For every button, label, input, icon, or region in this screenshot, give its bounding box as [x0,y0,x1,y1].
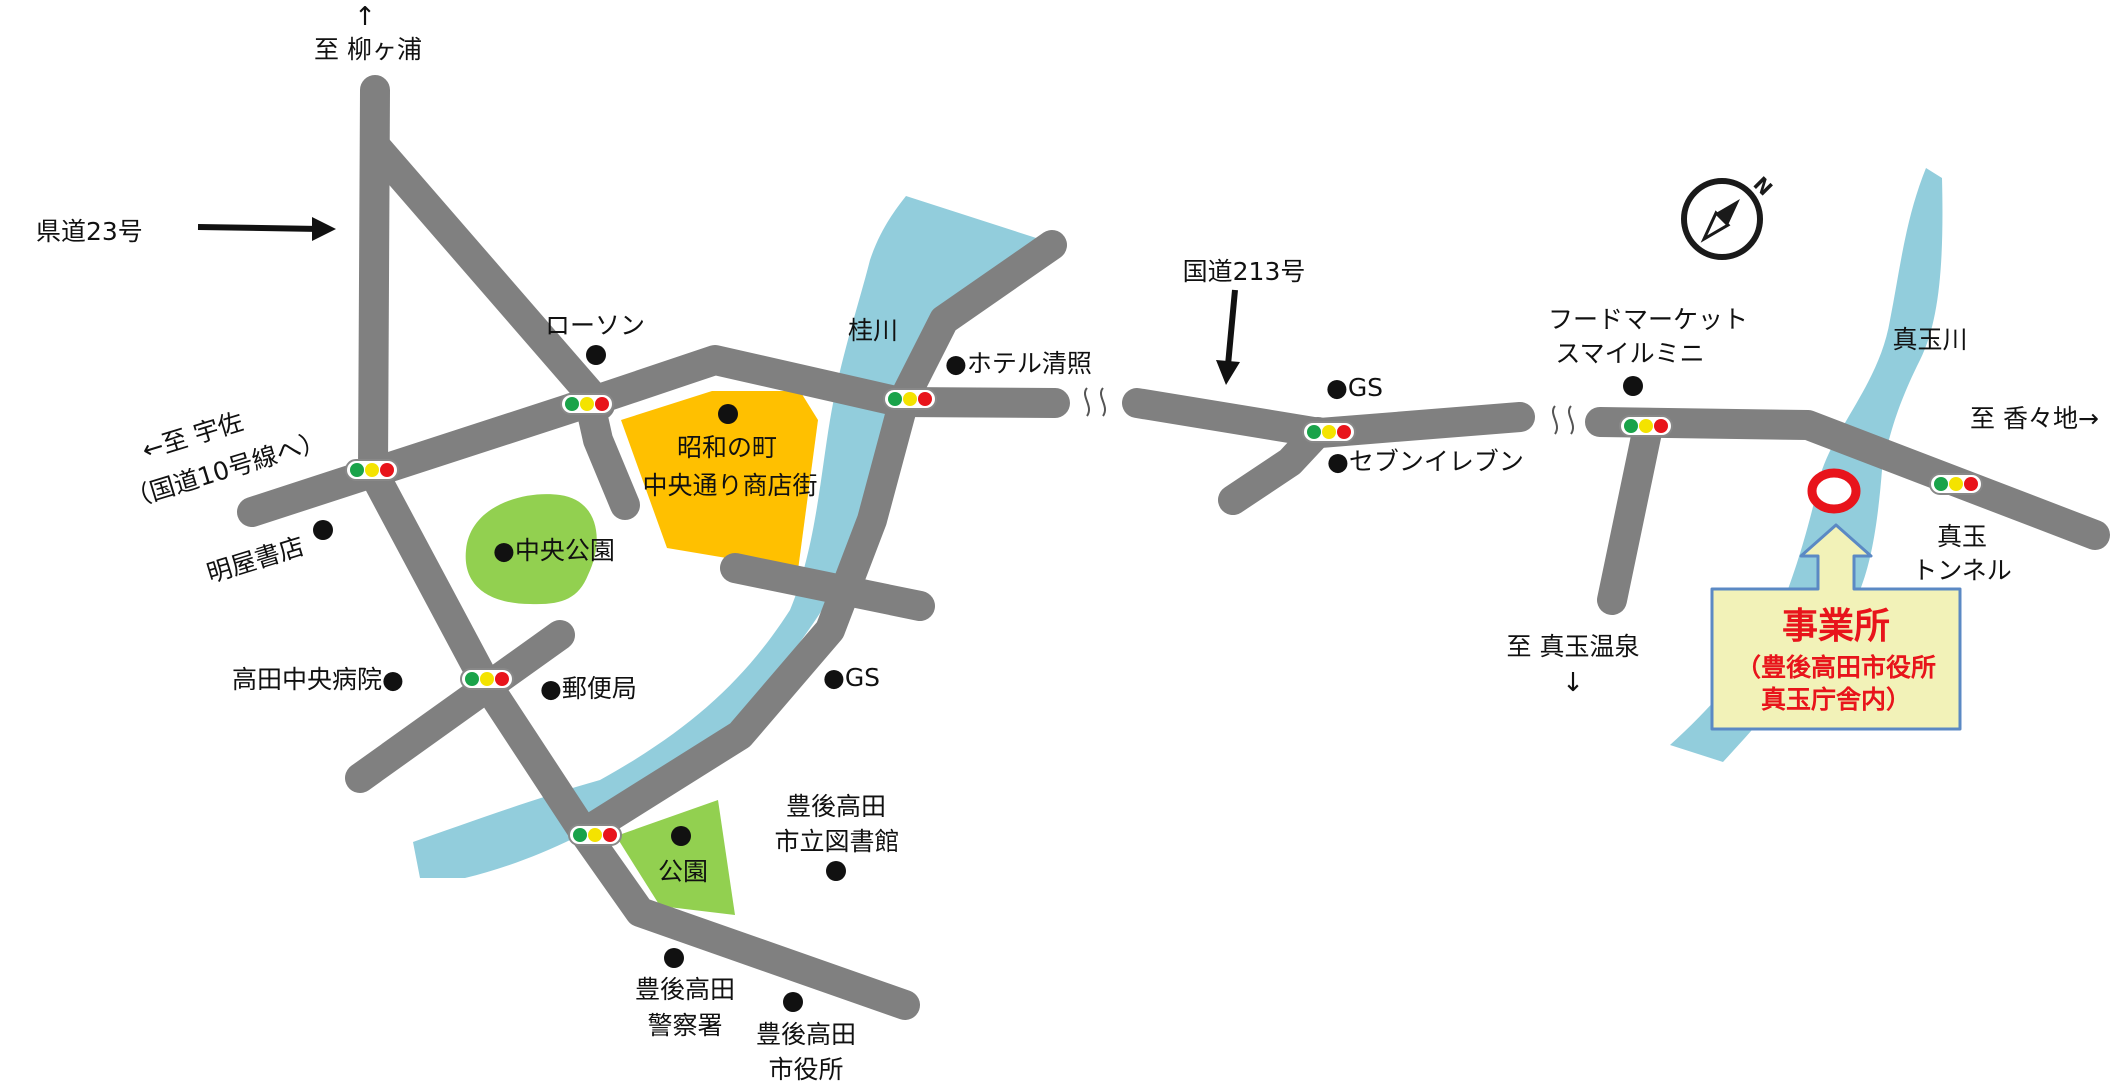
traffic-signal-icon [460,668,514,690]
police-label: 豊後高田 [635,975,735,1004]
park-label: 公園 [658,857,708,886]
pointer-arrow-icon [1216,289,1240,385]
matama-tunnel-sub-label: トンネル [1912,556,2012,585]
hotel-seisho-label: ●ホテル清照 [945,349,1092,378]
road-to-matama-onsen [1597,417,1662,615]
prefectural-road-23 [362,133,615,420]
traffic-signal-icon [345,459,399,481]
traffic-signal-icon [1619,415,1673,437]
shopping-street-label: 中央通り商店街 [642,471,817,500]
smile-mini-label: スマイルミニ [1555,339,1704,368]
to-yanagaura-arrow: ↑ [354,2,376,32]
location-dot-icon [783,992,803,1012]
post-office-label: ●郵便局 [540,674,637,703]
katsura-river-label: 桂川 [848,316,898,345]
location-dot-icon [826,861,846,881]
gs-label-katsura: ●GS [823,663,880,692]
seven-eleven-branch [1218,417,1333,515]
traffic-signal-icon [883,388,937,410]
lawson-label: ローソン [545,311,645,340]
matama-river-label: 真玉川 [1892,325,1967,354]
meiya-bookstore-label: 明屋書店 [203,531,307,588]
office-callout [1710,523,1962,731]
city-hall-sub-label: 市役所 [768,1055,843,1084]
office-subtitle-line2: 真玉庁舎内） [1761,685,1911,714]
location-dot-icon [586,345,606,365]
food-market-label: フードマーケット [1548,305,1748,334]
to-kakuji-label: 至 香々地→ [1970,404,2099,433]
location-dot-icon [1623,376,1643,396]
traffic-signal-icon [568,824,622,846]
small-park-area [616,800,735,915]
katsura-cross-road [720,553,935,621]
matama-tunnel-label: 真玉 [1937,522,1987,551]
traffic-signal-icon [560,393,614,415]
city-hall-label: 豊後高田 [756,1020,856,1049]
pointer-arrow-icon [197,217,336,241]
to-matama-onsen-label: 至 真玉温泉 [1507,632,1640,661]
showa-town-shopping-district [621,391,818,570]
to-matama-onsen-arrow: ↓ [1562,668,1584,698]
showa-town-label: 昭和の町 [677,433,777,462]
compass-icon: N [1681,172,1777,260]
traffic-signal-icon [1929,473,1983,495]
library-label: 豊後高田 [786,792,886,821]
lawson-branch [575,389,640,520]
central-park-area [465,494,597,605]
prefectural-road-23-label: 県道23号 [36,217,143,246]
central-street [237,345,1070,527]
library-sub-label: 市立図書館 [774,827,899,856]
katsura-river [413,196,1058,878]
central-park-label: ●中央公園 [493,536,615,565]
office-ring-marker-icon [1807,468,1861,514]
katsura-riverside-road [572,230,1067,846]
police-sub-label: 警察署 [647,1011,722,1040]
office-title: 事業所 [1782,606,1890,647]
takada-central-hospital-label: 高田中央病院● [232,665,404,694]
road-break-icon [1084,387,1574,435]
gs-label-213: ●GS [1326,373,1383,402]
location-dot-icon [664,948,684,968]
national-road-213-label: 国道213号 [1183,257,1306,286]
cross-street-post-office [345,620,575,793]
location-dot-icon [718,404,738,424]
location-dot-icon [313,520,333,540]
traffic-signal-icon [1302,421,1356,443]
seven-eleven-label: ●セブンイレブン [1327,447,1524,476]
location-dot-icon [671,826,691,846]
office-subtitle-line1: （豊後高田市役所 [1736,653,1936,682]
to-yanagaura-label: 至 柳ヶ浦 [314,35,422,64]
